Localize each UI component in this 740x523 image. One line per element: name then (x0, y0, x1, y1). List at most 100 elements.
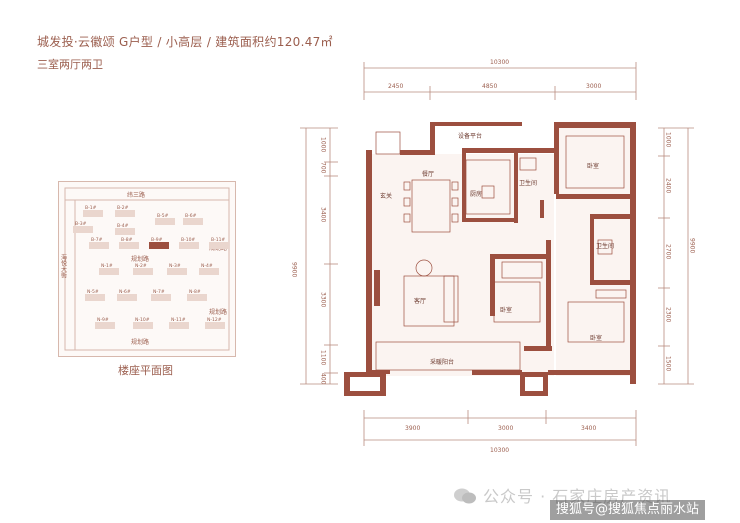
wall-bath2-bottom (590, 280, 632, 285)
wall-left (366, 150, 372, 376)
site-building-label: N-10# (135, 317, 150, 323)
site-building-label: N-9# (97, 317, 109, 323)
label-equipment-platform: 设备平台 (458, 132, 482, 140)
site-building (89, 242, 109, 249)
wall-balcony-bottom-mid (472, 370, 522, 375)
site-boundary (64, 187, 230, 351)
site-building (149, 242, 169, 249)
window-left (374, 270, 380, 306)
plan-title: 城发投·云徽颂 G户型 / 小高层 / 建筑面积约120.47㎡ (37, 35, 333, 49)
bed3 (567, 301, 625, 343)
road-label-right2: 规划路 (209, 308, 227, 316)
toilet (519, 157, 537, 171)
column-inner (350, 377, 380, 391)
dim-right-total: 9900 (689, 238, 696, 253)
label-balcony: 采暖阳台 (430, 358, 454, 366)
bed1 (565, 135, 625, 189)
dim-top-total: 10300 (490, 59, 509, 66)
wall-right (630, 122, 636, 384)
label-bath-1: 卫生间 (519, 179, 537, 187)
chair (451, 197, 459, 207)
wall-top-right (554, 122, 636, 128)
dim-left-3: 3400 (320, 207, 327, 222)
wall-bed2-left (490, 254, 495, 316)
site-building (167, 268, 187, 275)
site-building (187, 294, 207, 301)
stove (481, 185, 495, 199)
armchair (415, 259, 433, 277)
sohu-attribution: 搜狐号@搜狐焦点丽水站 (550, 500, 706, 520)
dim-bottom-1: 3900 (405, 425, 420, 432)
road-label-side: 海悦大街 (60, 253, 67, 279)
site-building (117, 294, 137, 301)
sofa (443, 275, 459, 323)
wall-bath-right (540, 200, 544, 218)
site-building (85, 294, 105, 301)
wall-top-left (400, 150, 435, 155)
dim-left-1: 1000 (320, 137, 327, 152)
label-bedroom-2: 卧室 (500, 306, 512, 314)
wall-bed1-left (554, 122, 559, 194)
site-building-label: N-11# (171, 317, 186, 323)
label-living: 客厅 (414, 297, 426, 305)
wechat-logo-icon (454, 488, 476, 504)
wall-bath2-top (590, 214, 632, 219)
wardrobe (595, 289, 627, 299)
site-building (83, 210, 103, 217)
dim-right-5: 1500 (665, 356, 672, 371)
dim-left-2: 700 (320, 162, 327, 174)
site-building (205, 322, 225, 329)
site-building-label: B-6# (185, 213, 197, 219)
label-bedroom-1: 卧室 (587, 162, 599, 170)
dim-top-3: 3000 (586, 83, 601, 90)
road-label-top: 纬三路 (127, 191, 145, 199)
balcony (375, 341, 521, 371)
site-building (133, 322, 153, 329)
site-building (179, 242, 199, 249)
dim-right-4: 2300 (665, 307, 672, 322)
site-building-label: B-11# (211, 237, 225, 243)
shower (597, 239, 613, 255)
chair (403, 197, 411, 207)
plan-subtitle: 三室两厅两卫 (37, 58, 103, 71)
site-building-label: B-1# (85, 205, 97, 211)
site-building-label: B-3# (75, 221, 87, 227)
road-label-mid1: 规划路 (131, 255, 149, 263)
site-building (209, 242, 229, 249)
dim-top-1: 2450 (388, 83, 403, 90)
chair (403, 213, 411, 223)
site-building-label: B-4# (117, 223, 129, 229)
wall-platform-left (430, 122, 435, 150)
site-building (95, 322, 115, 329)
site-building-label: N-3# (169, 263, 181, 269)
site-building-label: N-8# (189, 289, 201, 295)
site-building (115, 228, 135, 235)
dim-left-5: 1100 (320, 350, 327, 365)
site-building-label: N-2# (135, 263, 147, 269)
label-bath-2: 卫生间 (596, 242, 614, 250)
kitchen-counter (465, 159, 511, 215)
road-label-bottom: 规划路 (131, 338, 149, 346)
dim-right-1: 1000 (665, 132, 672, 147)
site-building-label: B-5# (157, 213, 169, 219)
chair (451, 213, 459, 223)
label-bedroom-3: 卧室 (590, 334, 602, 342)
wall-balcony-bottom-right (548, 370, 636, 375)
label-entrance: 玄关 (380, 192, 392, 200)
site-building-label: N-4# (201, 263, 213, 269)
label-dining: 餐厅 (422, 170, 434, 178)
wall-top-mid (462, 148, 558, 153)
site-building-label: B-2# (117, 205, 129, 211)
wall-kitchen-left (462, 148, 466, 218)
dim-bottom-3: 3400 (581, 425, 596, 432)
bed2 (493, 281, 541, 323)
wall-platform-top (430, 122, 522, 126)
wardrobe (501, 261, 543, 279)
wall-bed2-top (490, 254, 548, 259)
label-kitchen: 厨房 (470, 190, 482, 198)
wall-bed1-bottom (556, 194, 632, 199)
chair (451, 181, 459, 191)
dim-right-2: 2400 (665, 178, 672, 193)
site-building (155, 218, 175, 225)
